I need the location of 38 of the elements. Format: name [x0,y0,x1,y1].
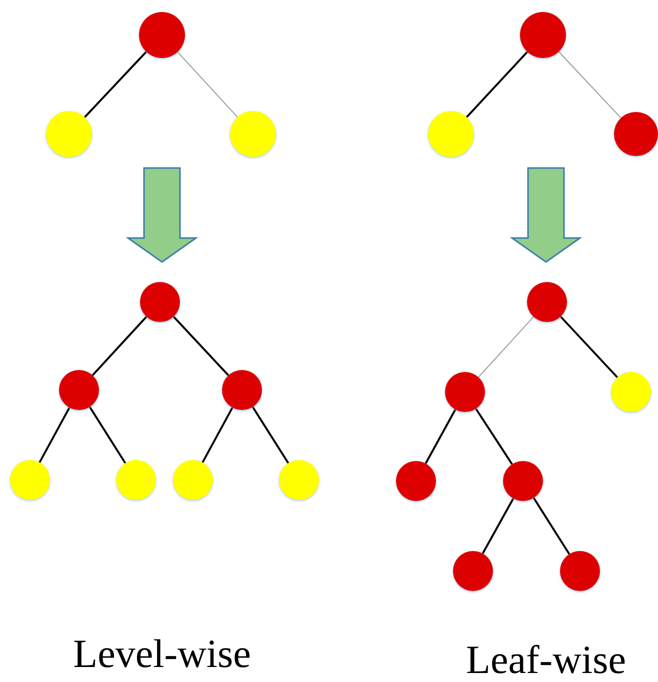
tree-node-circle [10,460,50,500]
tree-edge [478,316,534,378]
caption-label: Leaf-wise [466,640,626,680]
tree-node-circle [560,551,600,591]
tree-node-circle [222,370,262,410]
tree-node-circle [279,460,319,500]
tree-node-circle [445,372,485,412]
tree-node-circle [453,551,493,591]
tree-edge [252,406,290,464]
tree-edge [38,407,70,463]
tree-edge [558,51,622,118]
tree-node-circle [173,460,213,500]
tree-node-circle [46,111,92,157]
tree-edge [92,316,148,376]
tree-edge [466,51,528,118]
tree-edge [177,51,238,118]
tree-node-circle [614,112,658,156]
tree-edge [560,316,618,378]
tree-edge [532,497,570,555]
tree-edge [482,498,514,554]
tree-edge [84,51,147,118]
tree-node-circle [527,282,567,322]
tree-edge [172,316,230,376]
tree-node-circle [520,12,566,58]
caption-label: Level-wise [73,634,251,674]
tree-node-circle [611,372,651,412]
tree-node-circle [396,461,436,501]
tree-node-circle [139,12,185,58]
tree-edge [424,409,456,464]
tree-edge [475,408,513,465]
tree-edge [202,407,234,463]
tree-node-circle [428,111,474,157]
tree-node-circle [140,282,180,322]
tree-node-circle [59,370,99,410]
tree-node-circle [230,111,276,157]
tree-node-circle [503,461,543,501]
tree-node-circle [116,460,156,500]
tree-edge [88,406,126,464]
